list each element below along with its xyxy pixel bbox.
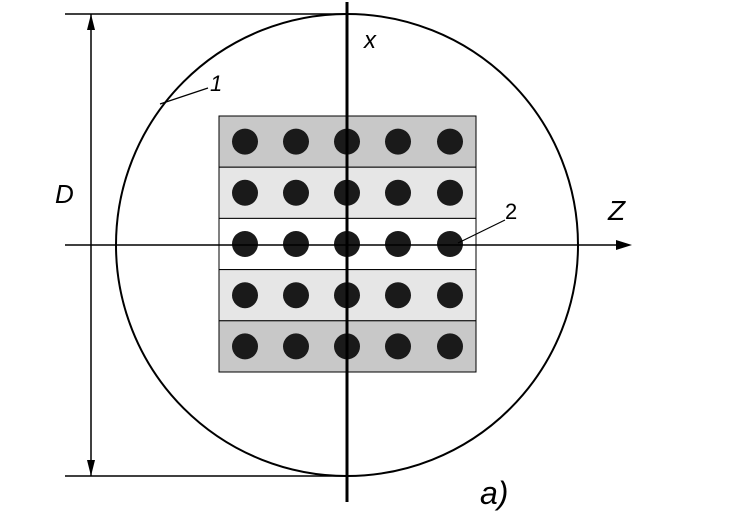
rod-dot-r3-c5 — [437, 231, 463, 257]
rod-dot-r2-c4 — [385, 179, 411, 206]
dimension-arrow-bottom — [87, 460, 95, 476]
rod-dot-r4-c4 — [385, 282, 411, 309]
rod-dot-r4-c1 — [232, 282, 258, 309]
rod-dot-r5-c1 — [232, 333, 258, 360]
z-axis-label: Z — [607, 195, 626, 226]
rod-dot-r5-c4 — [385, 333, 411, 360]
panel-label: a) — [480, 475, 508, 511]
rod-dot-r3-c2 — [283, 231, 309, 257]
callout-2-label: 2 — [505, 199, 517, 224]
rod-dot-r2-c2 — [283, 179, 309, 206]
rod-dot-r2-c5 — [437, 179, 463, 206]
dimension-arrow-top — [87, 14, 95, 30]
z-axis-arrowhead — [616, 240, 632, 250]
rod-dot-r1-c2 — [283, 128, 309, 155]
rod-dot-r5-c2 — [283, 333, 309, 360]
rod-dot-r3-c1 — [232, 231, 258, 257]
rod-dot-r4-c2 — [283, 282, 309, 309]
rod-dot-r1-c5 — [437, 128, 463, 155]
rod-dot-r2-c1 — [232, 179, 258, 206]
callout-2-leader — [457, 219, 506, 244]
diameter-label: D — [55, 179, 74, 209]
rod-dot-r3-c4 — [385, 231, 411, 257]
rod-dot-r1-c1 — [232, 128, 258, 155]
rod-dot-r1-c4 — [385, 128, 411, 155]
x-axis-label: x — [363, 27, 377, 54]
callout-1-label: 1 — [210, 71, 222, 96]
callout-1-leader — [159, 87, 209, 105]
rod-dot-r4-c5 — [437, 282, 463, 309]
rod-dot-r5-c5 — [437, 333, 463, 360]
